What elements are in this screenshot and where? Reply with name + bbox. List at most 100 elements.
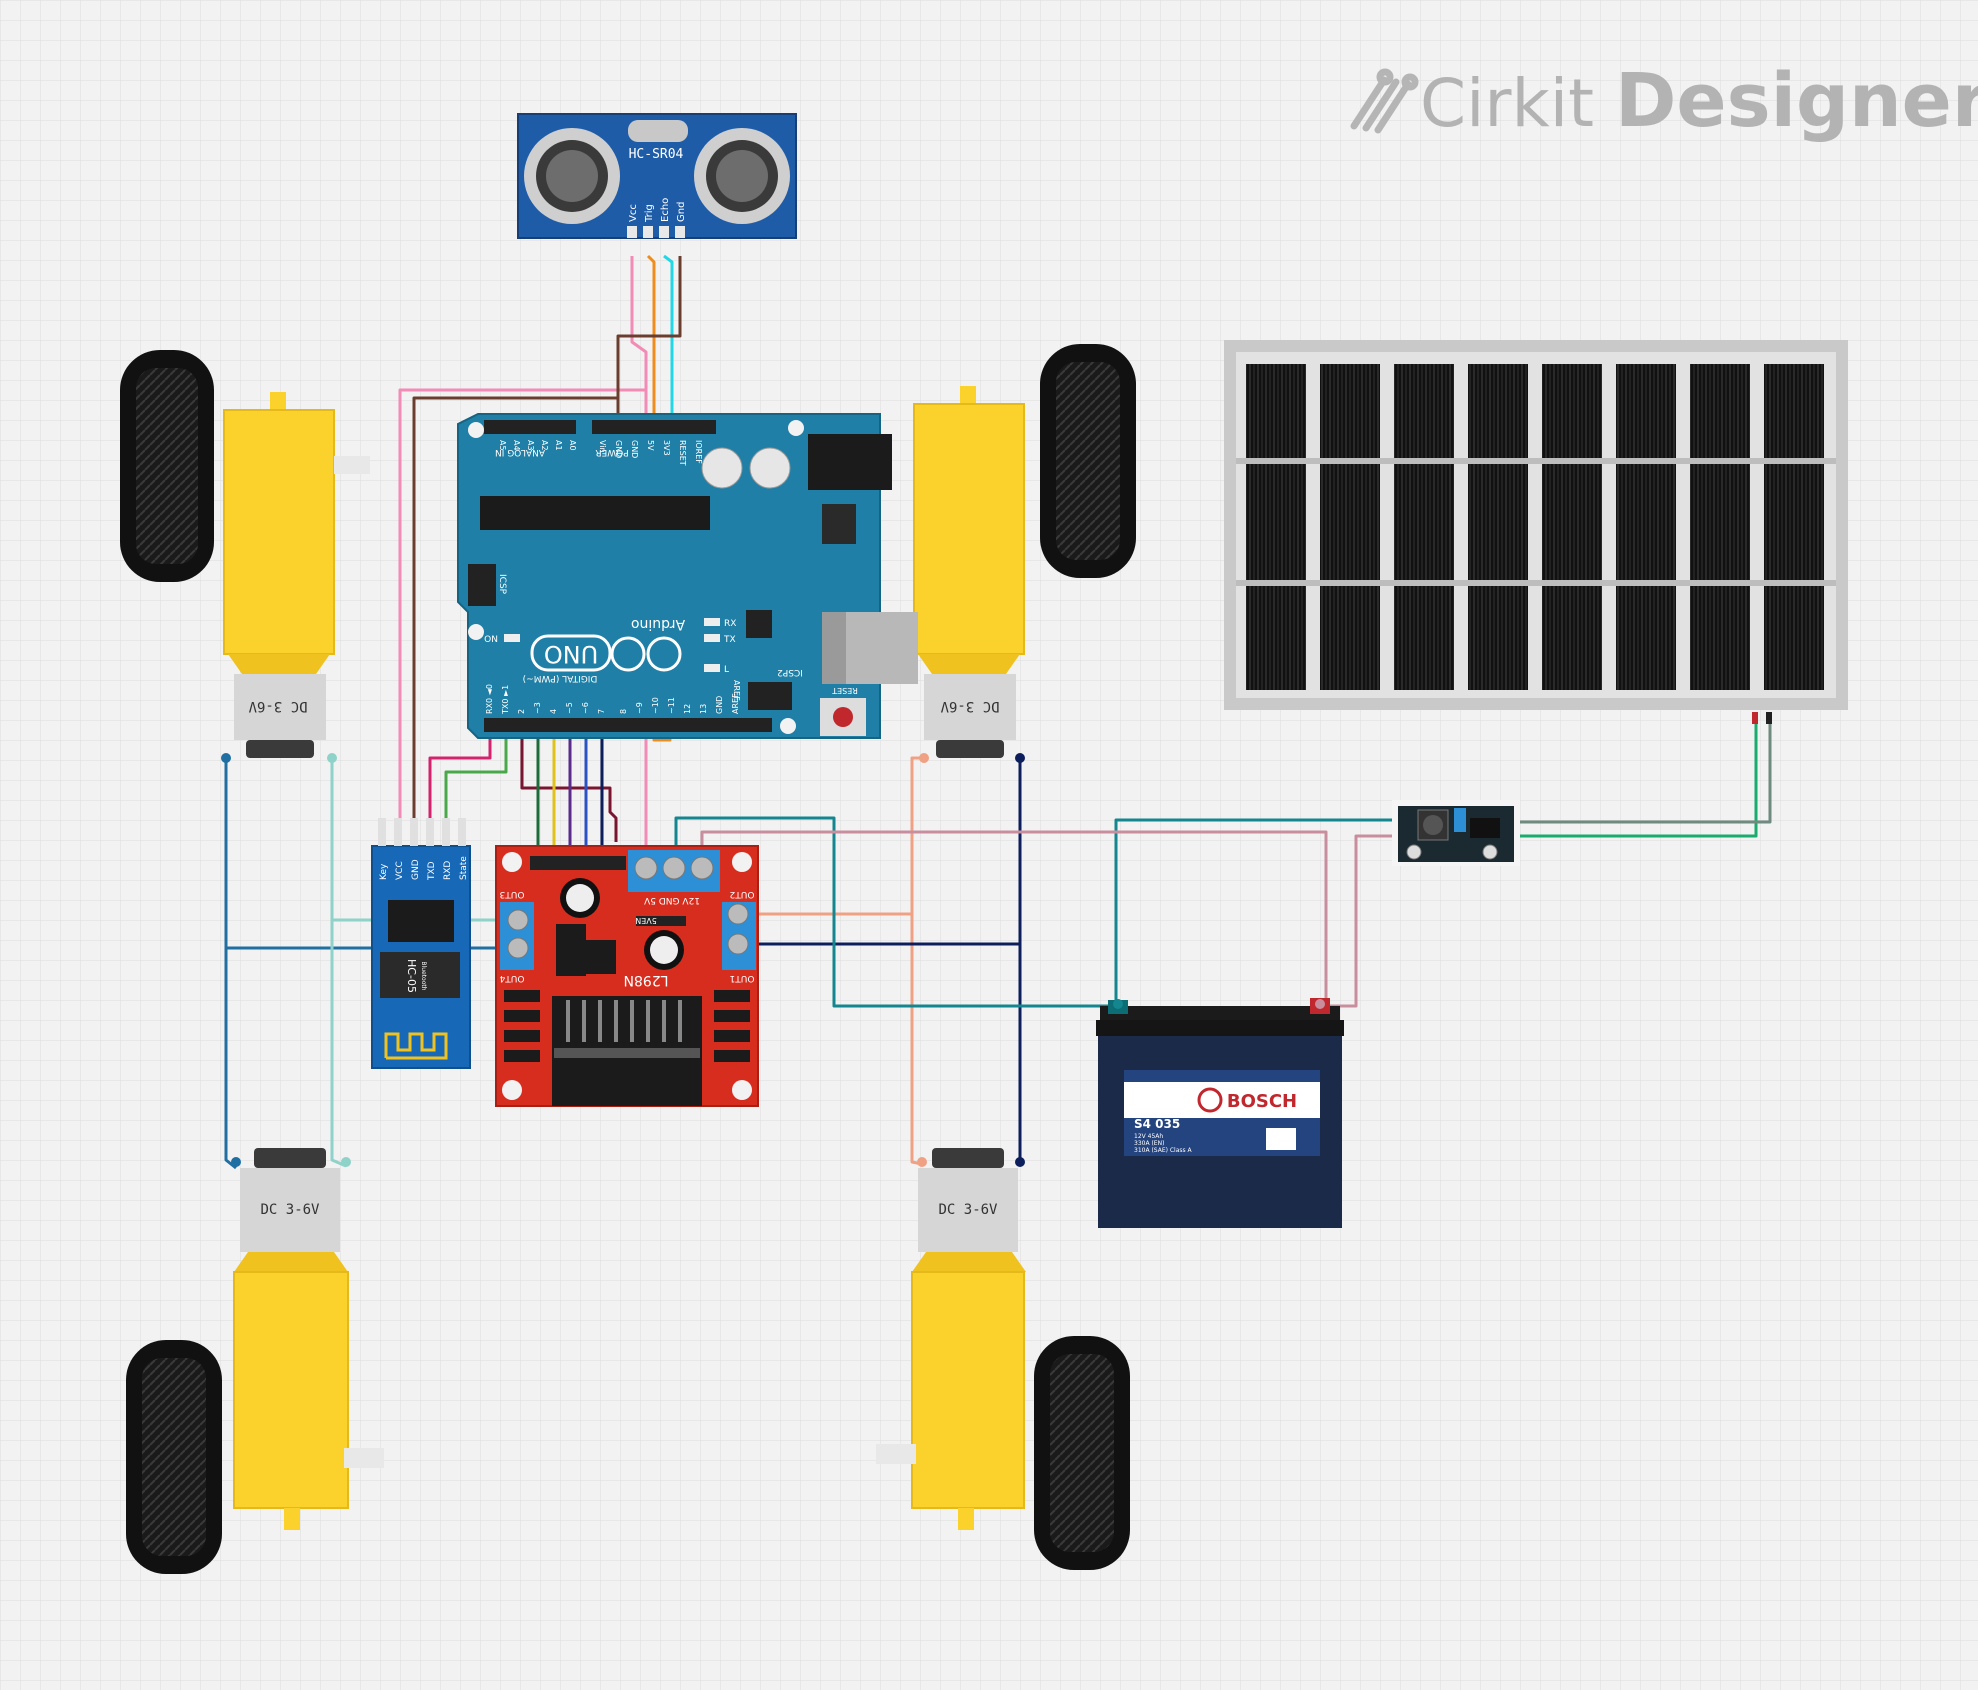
wire-solar-gray[interactable] [1518, 718, 1772, 824]
svg-text:RXD: RXD [443, 861, 453, 880]
cirkit-logo-icon [1350, 68, 1419, 134]
svg-text:Key: Key [379, 863, 389, 880]
dc-jack [808, 434, 892, 490]
rx-label: RX [724, 619, 736, 629]
wire-teal-gnd[interactable] [674, 816, 1116, 1008]
svg-text:8: 8 [619, 709, 628, 714]
bluetooth-pin-labels: Key VCC GND TXD RXD State [379, 856, 469, 881]
wire-d2-darkred[interactable] [520, 726, 618, 842]
wire-d1-green[interactable] [444, 726, 508, 818]
icsp-header [468, 564, 496, 606]
svg-text:~10: ~10 [651, 697, 660, 714]
svg-text:7: 7 [597, 709, 606, 714]
svg-text:~11: ~11 [667, 697, 676, 714]
arduino-brand: Arduino [631, 616, 685, 632]
svg-text:AREF: AREF [731, 693, 740, 714]
svg-text:2: 2 [517, 709, 526, 714]
bluetooth-pins [378, 818, 466, 846]
solar-terminal-negative[interactable] [1766, 712, 1772, 724]
motor-front-left[interactable]: DC 3-6V [223, 392, 370, 758]
driver-model: L298N [624, 972, 669, 988]
bluetooth-model: HC-05 [405, 959, 418, 993]
svg-text:A2: A2 [540, 440, 549, 451]
svg-text:State: State [459, 856, 469, 880]
svg-text:A1: A1 [554, 440, 563, 451]
ultrasonic-model: HC-SR04 [629, 147, 684, 162]
battery[interactable]: BOSCH S4 035 12V 45Ah 330A (EN) 310A (SA… [1096, 998, 1344, 1228]
driver-out4-label: OUT4 [499, 973, 524, 983]
wire-lm-mint-2[interactable] [330, 920, 347, 1168]
brand-name: Cirkit [1420, 65, 1594, 142]
svg-text:GND: GND [715, 696, 724, 714]
ultrasonic-sensor[interactable]: HC-SR04 Vcc Trig Echo Gnd [517, 113, 797, 239]
svg-text:TXD: TXD [427, 861, 437, 881]
on-label: ON [484, 635, 498, 645]
wheel-front-left[interactable] [120, 350, 214, 582]
solar-terminal-positive[interactable] [1752, 712, 1758, 724]
power-pin-labels: Vin GND GND 5V 3V3 RESET IOREF [598, 440, 703, 466]
svg-text:RX0 ◄0: RX0 ◄0 [485, 684, 494, 714]
svg-text:5V: 5V [646, 440, 655, 451]
aref-label: AREF [732, 680, 741, 701]
battery-spec-3: 310A (SAE) Class A [1134, 1147, 1193, 1154]
svg-text:IOREF: IOREF [694, 440, 703, 464]
motor-label: DC 3-6V [248, 698, 308, 714]
wire-gnd-brown-bt[interactable] [412, 396, 618, 818]
icsp2-header [748, 682, 792, 710]
reset-label: RESET [832, 686, 858, 695]
ultrasonic-pin-labels: Vcc Trig Echo Gnd [628, 198, 687, 223]
power-label: POWER [595, 447, 628, 457]
svg-text:VCC: VCC [395, 861, 405, 880]
analog-pin-labels: A0 A1 A2 A3 A4 A5 [498, 440, 577, 451]
step-down-module[interactable] [1392, 800, 1520, 866]
wheel-front-right[interactable] [1040, 344, 1136, 578]
svg-text:~3: ~3 [533, 702, 542, 714]
analog-in-label: ANALOG IN [495, 447, 545, 457]
svg-text:4: 4 [549, 709, 558, 714]
l-label: L [724, 665, 729, 675]
svg-text:Vin: Vin [598, 440, 607, 453]
ultrasonic-pins [627, 226, 685, 238]
bluetooth-module[interactable]: Key VCC GND TXD RXD State HC-05 Bluetoot… [371, 818, 471, 1069]
svg-text:Vcc: Vcc [628, 204, 639, 222]
solar-cells [1246, 364, 1824, 690]
wire-d0-magenta[interactable] [428, 726, 492, 818]
tx-label: TX [723, 635, 736, 645]
motor-front-right[interactable]: DC 3-6V [913, 386, 1025, 758]
battery-spec-2: 330A (EN) [1134, 1140, 1164, 1147]
driver-out2-label: OUT2 [730, 889, 755, 899]
digital-label: DIGITAL (PWM~) [523, 673, 598, 683]
atmega-chip [480, 496, 710, 530]
bluetooth-sublabel: Bluetooth [420, 961, 427, 990]
wire-teal-buck[interactable] [1114, 818, 1394, 1006]
svg-text:~6: ~6 [581, 702, 590, 714]
wire-rm-salmon[interactable] [752, 756, 924, 916]
motor-label: DC 3-6V [260, 1202, 320, 1218]
product-name: Designer [1615, 58, 1978, 144]
wire-solar-green[interactable] [1518, 718, 1758, 838]
wire-gnd-brown[interactable] [616, 256, 682, 426]
arduino-uno[interactable]: UNO Arduino ANALOG IN POWER DIGITAL (PWM… [457, 413, 918, 739]
svg-text:13: 13 [699, 704, 708, 714]
driver-input-header [530, 856, 626, 870]
wheel-rear-right[interactable] [1034, 1336, 1130, 1570]
solar-panel[interactable] [1224, 340, 1848, 724]
wheel-rear-left[interactable] [126, 1340, 222, 1574]
arduino-model: UNO [544, 640, 598, 668]
svg-text:A0: A0 [568, 440, 577, 451]
battery-spec-1: 12V 45Ah [1134, 1133, 1163, 1140]
svg-text:Gnd: Gnd [676, 202, 687, 222]
svg-text:Trig: Trig [644, 204, 655, 223]
digital-header [484, 718, 772, 732]
svg-text:~9: ~9 [635, 702, 644, 714]
svg-text:A3: A3 [526, 440, 535, 451]
motor-driver[interactable]: 12V GND 5V OUT3 OUT4 OUT2 OUT1 5VEN L298… [495, 845, 759, 1107]
wire-vcc-pink-bt[interactable] [398, 388, 646, 818]
svg-text:A5: A5 [498, 440, 507, 451]
motor-label: DC 3-6V [940, 698, 1000, 714]
cirkit-logo: Cirkit Designer [1350, 58, 1978, 144]
wire-mauve-12v[interactable] [700, 830, 1328, 1004]
motor-rear-right[interactable]: DC 3-6V [876, 1148, 1026, 1530]
motor-rear-left[interactable]: DC 3-6V [233, 1148, 384, 1530]
